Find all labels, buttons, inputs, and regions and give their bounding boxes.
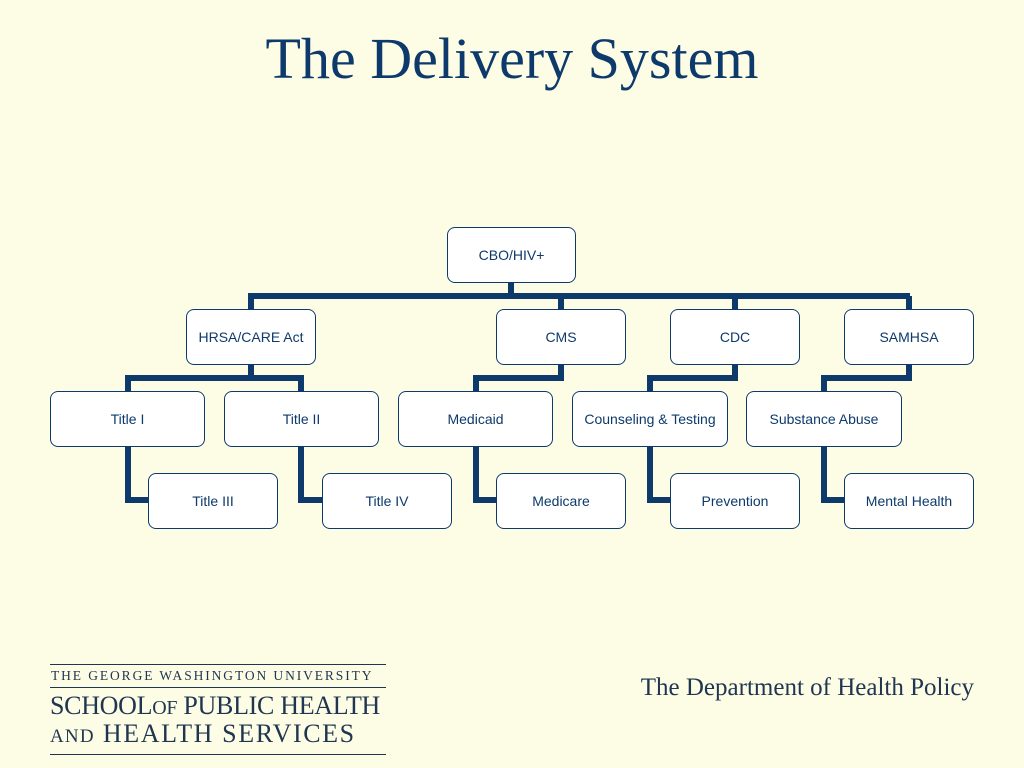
connector-counseling-to-prevention	[647, 446, 672, 503]
node-cms: CMS	[496, 309, 626, 365]
gwu-sphhs-logo: THE GEORGE WASHINGTON UNIVERSITY SCHOOLO…	[50, 664, 386, 755]
logo-school-line2: AND HEALTH SERVICES	[50, 721, 386, 754]
node-medicare: Medicare	[496, 473, 626, 529]
node-prevention: Prevention	[670, 473, 800, 529]
node-medicaid: Medicaid	[398, 391, 553, 447]
connector-title2-to-title4	[298, 446, 324, 503]
department-name: The Department of Health Policy	[640, 674, 974, 701]
logo-school-line1: SCHOOLOF PUBLIC HEALTH	[50, 688, 386, 721]
logo-top-rule	[50, 664, 386, 665]
connector-substance-to-mental	[821, 446, 846, 503]
node-counseling-testing: Counseling & Testing	[572, 391, 728, 447]
node-hrsa-care-act: HRSA/CARE Act	[186, 309, 316, 365]
node-samhsa: SAMHSA	[844, 309, 974, 365]
slide-title: The Delivery System	[265, 26, 759, 91]
logo-school-word: SCHOOL	[50, 691, 153, 720]
node-cbo-hiv: CBO/HIV+	[447, 227, 576, 283]
node-title-i: Title I	[50, 391, 205, 447]
node-substance-abuse: Substance Abuse	[746, 391, 902, 447]
logo-bottom-rule	[50, 754, 386, 755]
connector-title1-to-title3	[125, 446, 150, 503]
connector-medicaid-to-medicare	[473, 446, 498, 503]
logo-of-word: OF	[152, 697, 178, 719]
node-title-ii: Title II	[224, 391, 379, 447]
connector-cms-to-medicaid	[473, 364, 564, 392]
logo-university-name: THE GEORGE WASHINGTON UNIVERSITY	[51, 668, 374, 683]
logo-and-word: AND	[50, 726, 95, 747]
node-title-iii: Title III	[148, 473, 278, 529]
logo-health-services: HEALTH SERVICES	[102, 719, 356, 748]
connector-cdc-to-counseling	[647, 364, 738, 392]
connector-samhsa-to-substance	[821, 364, 912, 392]
logo-public-health: PUBLIC HEALTH	[183, 691, 381, 720]
node-cdc: CDC	[670, 309, 800, 365]
connector-hrsa-to-titles	[125, 364, 304, 392]
logo-middle-rule	[50, 687, 386, 688]
node-mental-health: Mental Health	[844, 473, 974, 529]
node-title-iv: Title IV	[322, 473, 452, 529]
